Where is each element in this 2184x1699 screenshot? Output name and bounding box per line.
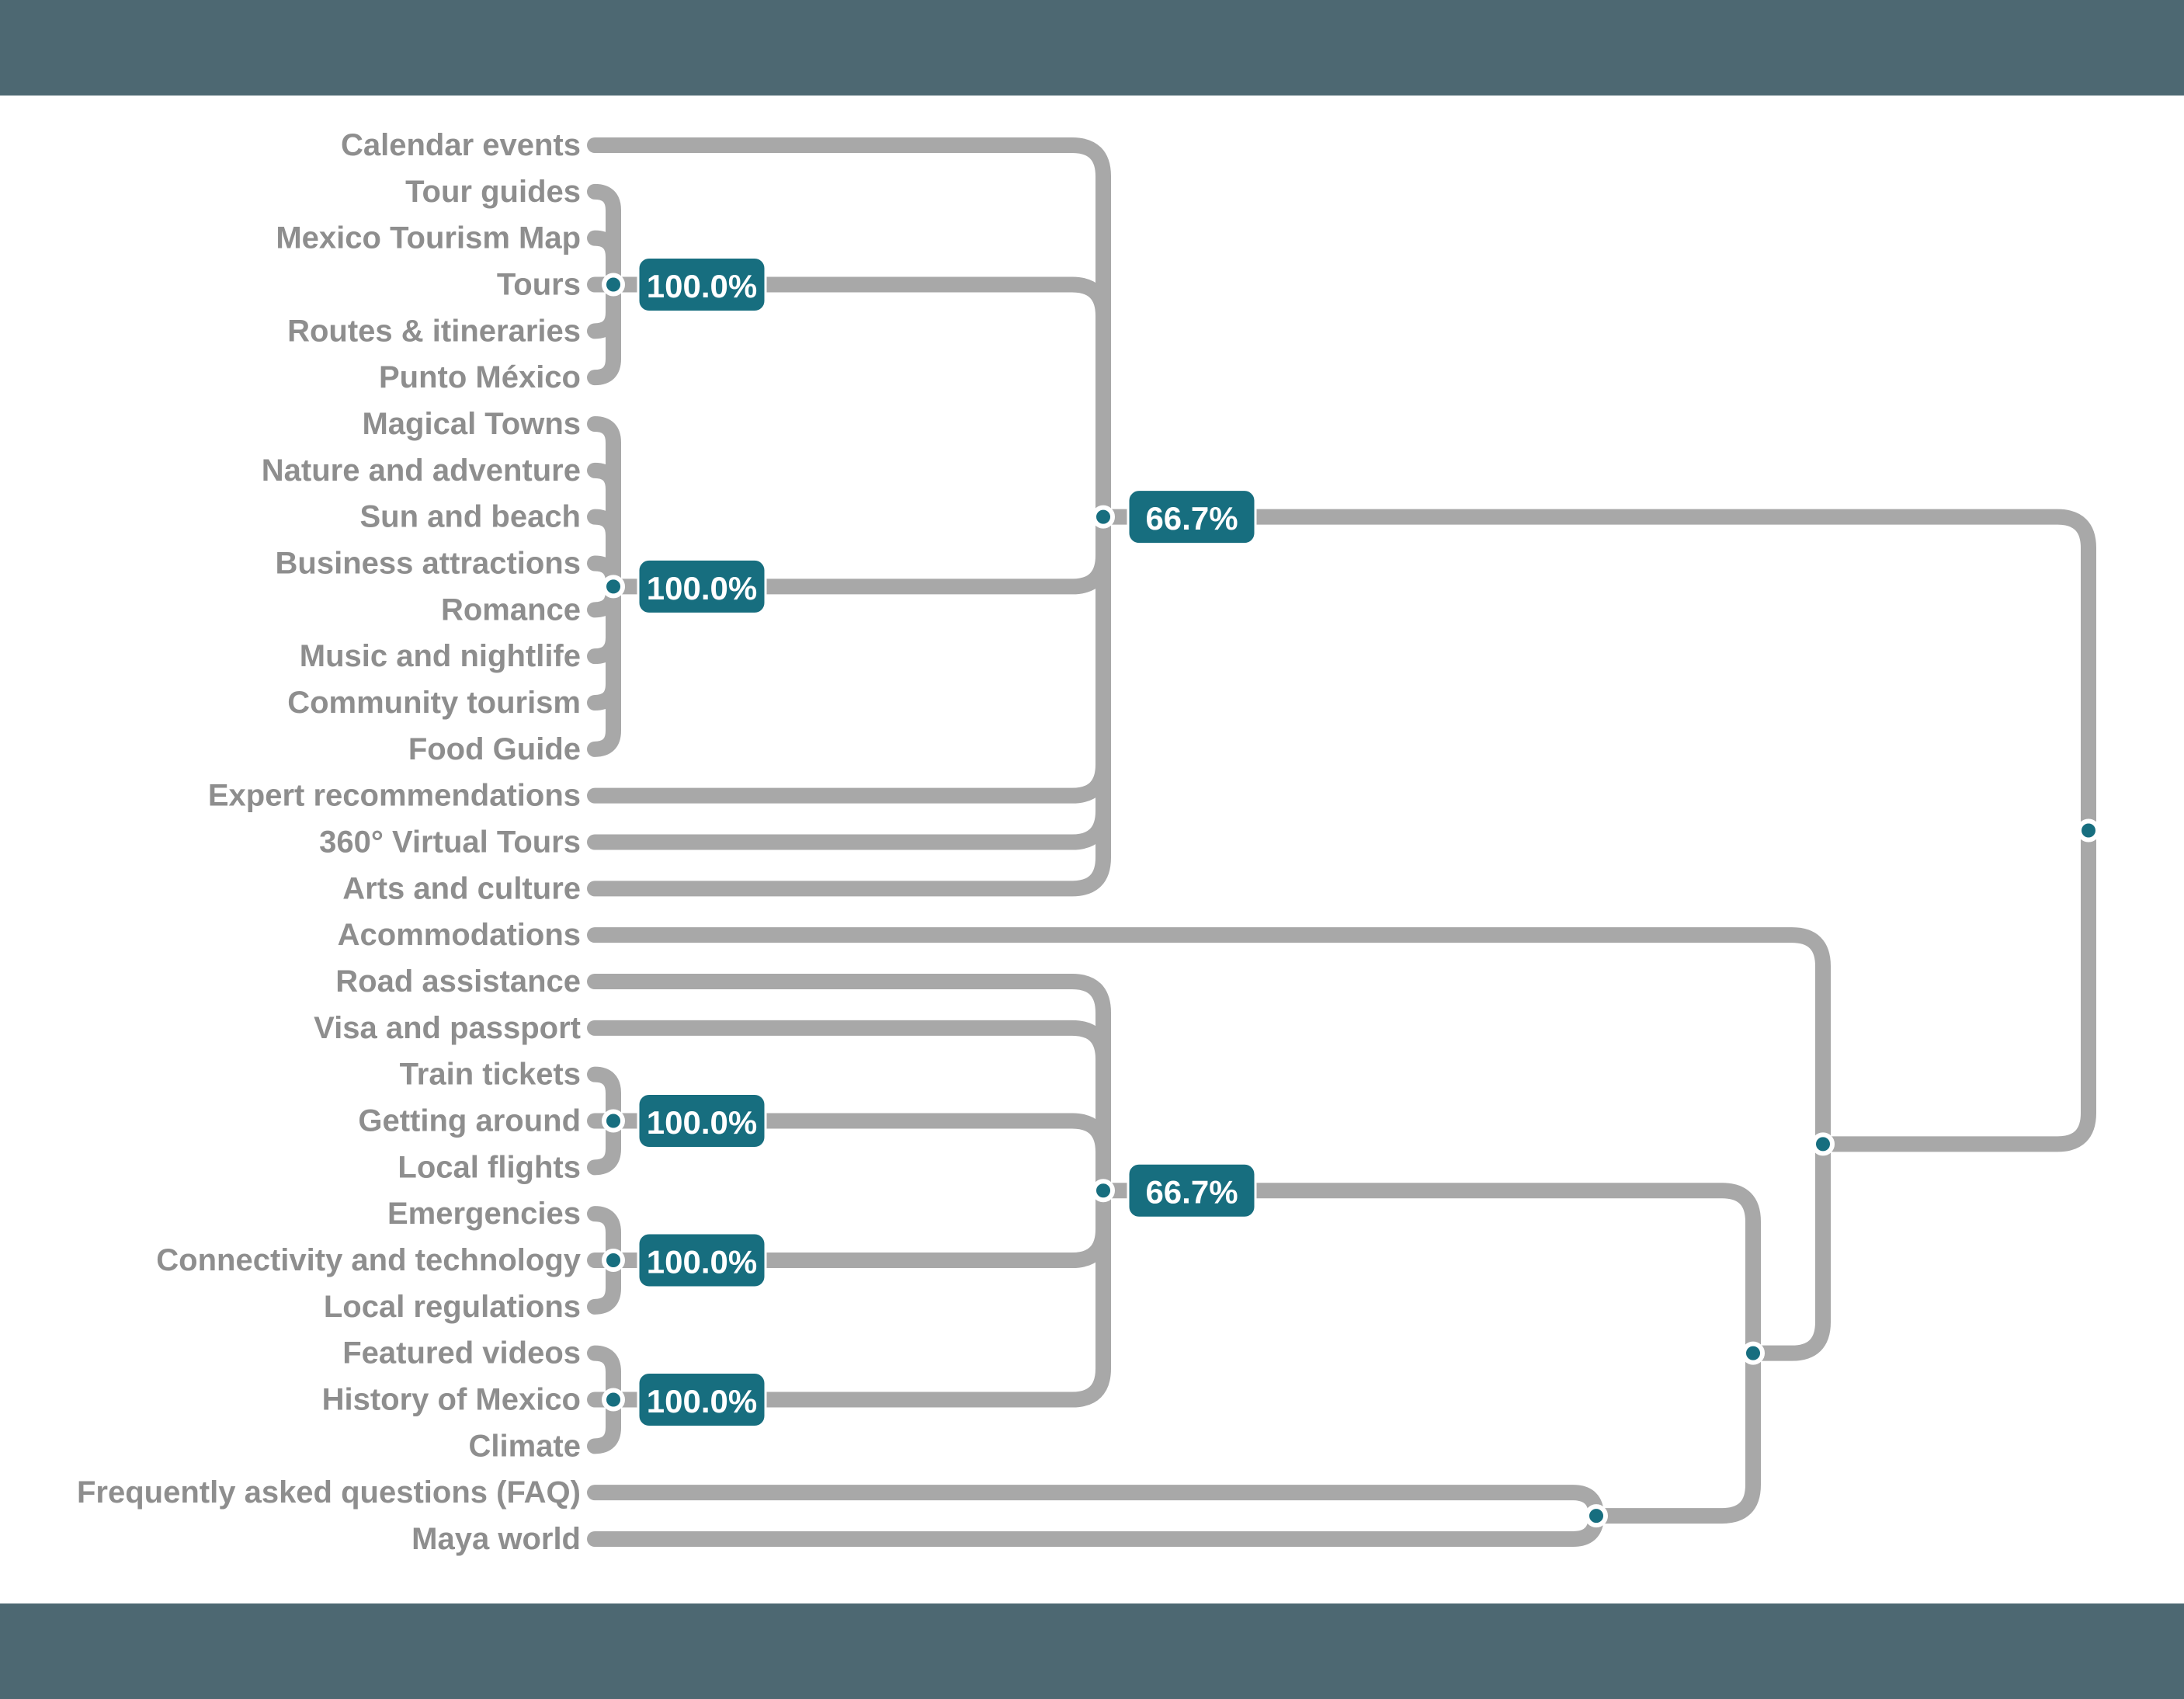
similarity-badge (1127, 488, 1257, 546)
dendrogram-link (587, 1206, 621, 1268)
dendrogram-link (587, 1345, 621, 1408)
badges-layer: 100.0% 100.0% 66.7% 100.0% 100.0% 100.0% 66.7% (637, 255, 1257, 1428)
leaf-label: Expert recommendations (208, 779, 581, 813)
dendrogram-link (606, 1113, 1111, 1199)
leaf-label: Sun and beach (360, 500, 582, 534)
cluster-node-dot (1585, 1504, 1608, 1528)
dendrogram-link (587, 1253, 621, 1315)
leaf-label: Punto México (379, 360, 581, 394)
similarity-badge-value: 100.0% (647, 268, 757, 304)
leaf-label: Visa and passport (314, 1011, 581, 1045)
leaf-label: Train tickets (400, 1058, 581, 1092)
cluster-node-dot (602, 575, 625, 599)
cluster-node-dot (1092, 1179, 1115, 1203)
header-bar (0, 0, 2184, 96)
dendrogram-link (1745, 1136, 1831, 1361)
dendrogram-link (587, 1020, 1111, 1199)
dendrogram-link (1095, 1183, 1761, 1361)
similarity-badge-value: 100.0% (647, 1104, 757, 1141)
dendrogram-link (587, 183, 621, 293)
leaf-label: Emergencies (387, 1197, 581, 1231)
dendrogram-link (587, 462, 621, 595)
dendrogram-link (587, 416, 621, 595)
dendrogram-link (1815, 822, 2096, 1152)
leaf-label: Connectivity and technology (156, 1243, 581, 1277)
leaf-label: Magical Towns (362, 407, 581, 441)
similarity-badge-value: 100.0% (647, 1383, 757, 1419)
dendrogram-link (587, 509, 621, 595)
leaf-label: Routes & itineraries (287, 314, 581, 348)
cluster-node-dot (602, 273, 625, 297)
dendrogram-link (587, 1485, 1604, 1524)
node-dots-layer (602, 273, 2100, 1528)
dendrogram-link (587, 230, 621, 293)
leaf-label: Acommodations (338, 918, 581, 952)
leaf-label: Calendar events (341, 128, 581, 162)
leaf-label: Frequently asked questions (FAQ) (77, 1475, 581, 1510)
similarity-badge-value: 66.7% (1145, 1174, 1238, 1211)
dendrogram-link (1589, 1345, 1761, 1524)
cluster-node-dot (1741, 1341, 1765, 1365)
similarity-badge (637, 1371, 767, 1428)
leaf-label: Romance (441, 592, 581, 627)
similarity-badge (637, 1092, 767, 1149)
leaf-label: Arts and culture (342, 871, 581, 905)
leaf-label: Local regulations (324, 1290, 581, 1324)
leaf-label: History of Mexico (322, 1382, 581, 1416)
dendrogram-link (587, 578, 621, 757)
cluster-node-dot (602, 1388, 625, 1412)
dendrogram-link (587, 1508, 1604, 1547)
similarity-badge (1127, 1162, 1257, 1219)
leaf-label: Climate (469, 1429, 582, 1463)
dendrogram-link (587, 927, 1831, 1152)
leaf-label: 360° Virtual Tours (319, 825, 581, 859)
cluster-node-dot (602, 1248, 625, 1272)
leaf-label: Getting around (358, 1103, 581, 1138)
leaf-label: Tour guides (405, 175, 581, 209)
leaf-label: Community tourism (287, 686, 581, 720)
cluster-node-dot (602, 1109, 625, 1133)
footer-bar (0, 1603, 2184, 1699)
leaf-label: Nature and adventure (262, 453, 581, 488)
similarity-badge (637, 255, 767, 313)
leaf-label: Food Guide (408, 732, 581, 766)
leaf-label: Road assistance (335, 964, 581, 999)
link-lines-layer (587, 137, 2096, 1547)
leaf-label: Local flights (398, 1150, 581, 1184)
similarity-badge-value: 66.7% (1145, 500, 1238, 537)
dendrogram-link (587, 276, 621, 386)
leaf-label: Featured videos (342, 1336, 581, 1371)
cluster-node-dot (1092, 505, 1115, 529)
dendrogram-link (587, 137, 1111, 525)
leaf-label: Business attractions (276, 546, 581, 580)
dendrogram-link (587, 509, 1111, 897)
similarity-badge (637, 558, 767, 615)
dendrogram-link (587, 1113, 621, 1176)
dendrogram-link (587, 1066, 621, 1129)
leaf-label: Music and nightlife (300, 639, 581, 673)
similarity-badge (637, 1232, 767, 1289)
dendrogram-link (587, 1392, 621, 1454)
leaf-label: Mexico Tourism Map (276, 221, 581, 255)
cluster-node-dot (2077, 818, 2100, 843)
dendrogram-link (1095, 509, 2096, 839)
dendrogram-link (587, 974, 1111, 1199)
dendrogram-link (606, 276, 1111, 525)
cluster-node-dot (1811, 1132, 1835, 1156)
dendrogram-link (606, 1183, 1111, 1408)
similarity-badge-value: 100.0% (647, 1243, 757, 1280)
leaf-label: Tours (497, 267, 581, 301)
similarity-badge-value: 100.0% (647, 570, 757, 606)
leaf-label: Maya world (411, 1522, 581, 1556)
